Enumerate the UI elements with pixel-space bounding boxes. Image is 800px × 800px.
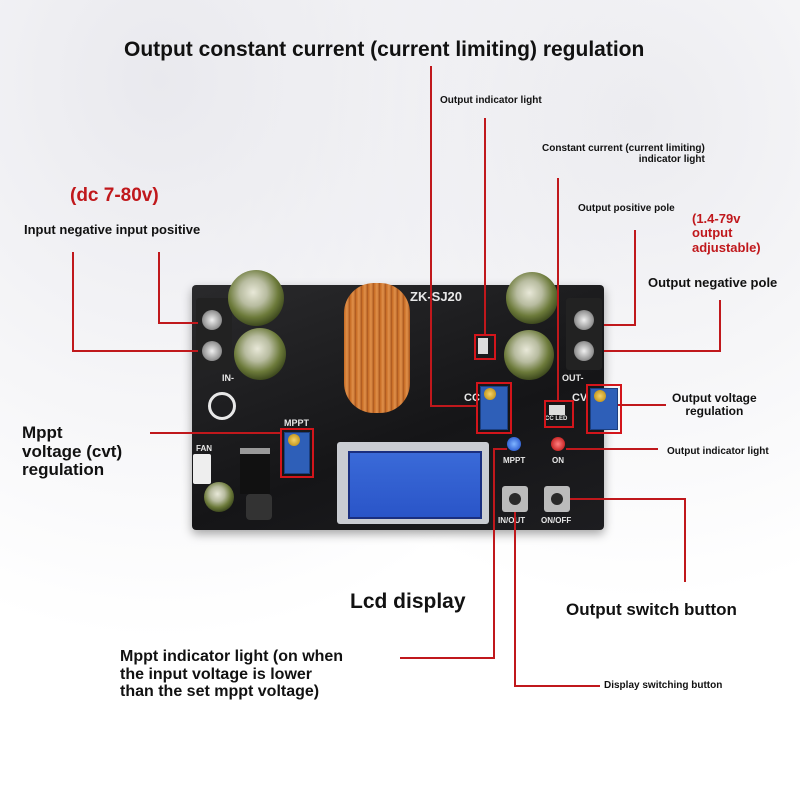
silk-in-out: IN/OUT — [498, 516, 526, 525]
toroid-inductor — [344, 283, 410, 413]
label-lcd-display: Lcd display — [350, 590, 466, 613]
output-screw-1 — [574, 310, 594, 330]
silk-on-off: ON/OFF — [541, 516, 572, 525]
leader-cc-regulation-v — [430, 66, 432, 406]
lcd-module — [337, 442, 489, 524]
leader-cv-pot — [618, 404, 666, 406]
silk-mppt-led: MPPT — [503, 456, 526, 465]
leader-input-neg-v — [72, 252, 74, 352]
on-led — [551, 437, 565, 451]
leader-output-pos-h — [604, 324, 636, 326]
label-mppt-regulation: Mppt voltage (cvt) regulation — [22, 423, 123, 480]
on-off-button-cap[interactable] — [551, 493, 563, 505]
leader-input-pos-v — [158, 252, 160, 324]
cc-led-small — [549, 405, 565, 415]
label-input-range: (dc 7-80v) — [70, 185, 159, 206]
leader-display-btn-v — [514, 512, 516, 686]
lcd-screen — [348, 451, 482, 519]
leader-output-neg-h — [604, 350, 721, 352]
input-capacitor-2 — [234, 328, 286, 380]
leader-output-pos-v — [634, 230, 636, 326]
leader-display-btn-h — [514, 685, 600, 687]
output-led-small — [478, 338, 488, 354]
label-mppt-indicator: Mppt indicator light (on when the input … — [120, 648, 344, 701]
output-capacitor-2 — [504, 330, 554, 380]
leader-mppt-led-h — [400, 657, 495, 659]
silk-model: ZK-SJ20 — [410, 289, 463, 304]
highlight-cc-pot — [476, 382, 512, 434]
silk-cv: CV — [572, 392, 588, 404]
label-display-switching: Display switching button — [604, 680, 723, 691]
highlight-output-led — [474, 334, 496, 360]
highlight-cv-pot — [586, 384, 622, 434]
label-output-positive: Output positive pole — [578, 203, 675, 214]
leader-cc-regulation-h — [430, 405, 478, 407]
label-cc-regulation: Output constant current (current limitin… — [124, 38, 645, 61]
leader-on-led — [566, 448, 658, 450]
leader-switch-v — [684, 498, 686, 582]
input-screw-1 — [202, 310, 222, 330]
leader-output-led-top — [484, 118, 486, 334]
regulator-chip — [240, 448, 270, 494]
input-screw-2 — [202, 341, 222, 361]
silk-out-minus: OUT- — [562, 373, 584, 383]
leader-input-pos-h — [158, 322, 198, 324]
silk-cc: CC — [464, 392, 480, 404]
output-capacitor-1 — [506, 272, 558, 324]
label-output-negative: Output negative pole — [648, 275, 778, 290]
label-input-poles: Input negative input positive — [24, 222, 201, 237]
leader-input-neg-h — [72, 350, 198, 352]
small-capacitor — [204, 482, 234, 512]
in-out-button-cap[interactable] — [509, 493, 521, 505]
cc-pot-knob — [484, 388, 496, 400]
label-output-switch: Output switch button — [566, 600, 737, 619]
brand-logo-icon — [208, 392, 236, 420]
leader-mppt-led-h-board — [493, 448, 507, 450]
output-screw-2 — [574, 341, 594, 361]
label-output-indicator-right: Output indicator light — [667, 446, 769, 457]
cv-pot-knob — [594, 390, 606, 402]
input-capacitor-1 — [228, 270, 284, 326]
silk-fan: FAN — [196, 444, 212, 453]
label-output-range: (1.4-79v output adjustable) — [692, 211, 761, 255]
leader-output-neg-v — [719, 300, 721, 352]
silk-on-led: ON — [552, 456, 564, 465]
label-output-voltage-regulation: Output voltage regulation — [672, 391, 757, 419]
leader-switch-h — [570, 498, 686, 500]
highlight-mppt-pot — [280, 428, 314, 478]
silk-mppt: MPPT — [284, 418, 310, 428]
small-inductor — [246, 494, 272, 520]
leader-mppt-pot — [150, 432, 280, 434]
label-output-indicator-top: Output indicator light — [440, 95, 542, 106]
leader-cc-led — [557, 178, 559, 400]
mppt-led — [507, 437, 521, 451]
silk-cc-led: CC LED — [545, 416, 568, 422]
fan-connector — [193, 454, 211, 484]
highlight-cc-led — [544, 400, 574, 428]
silk-in-minus: IN- — [222, 373, 234, 383]
leader-mppt-led-v — [493, 448, 495, 658]
mppt-pot-knob — [288, 434, 300, 446]
label-cc-indicator: Constant current (current limiting) indi… — [542, 143, 705, 165]
